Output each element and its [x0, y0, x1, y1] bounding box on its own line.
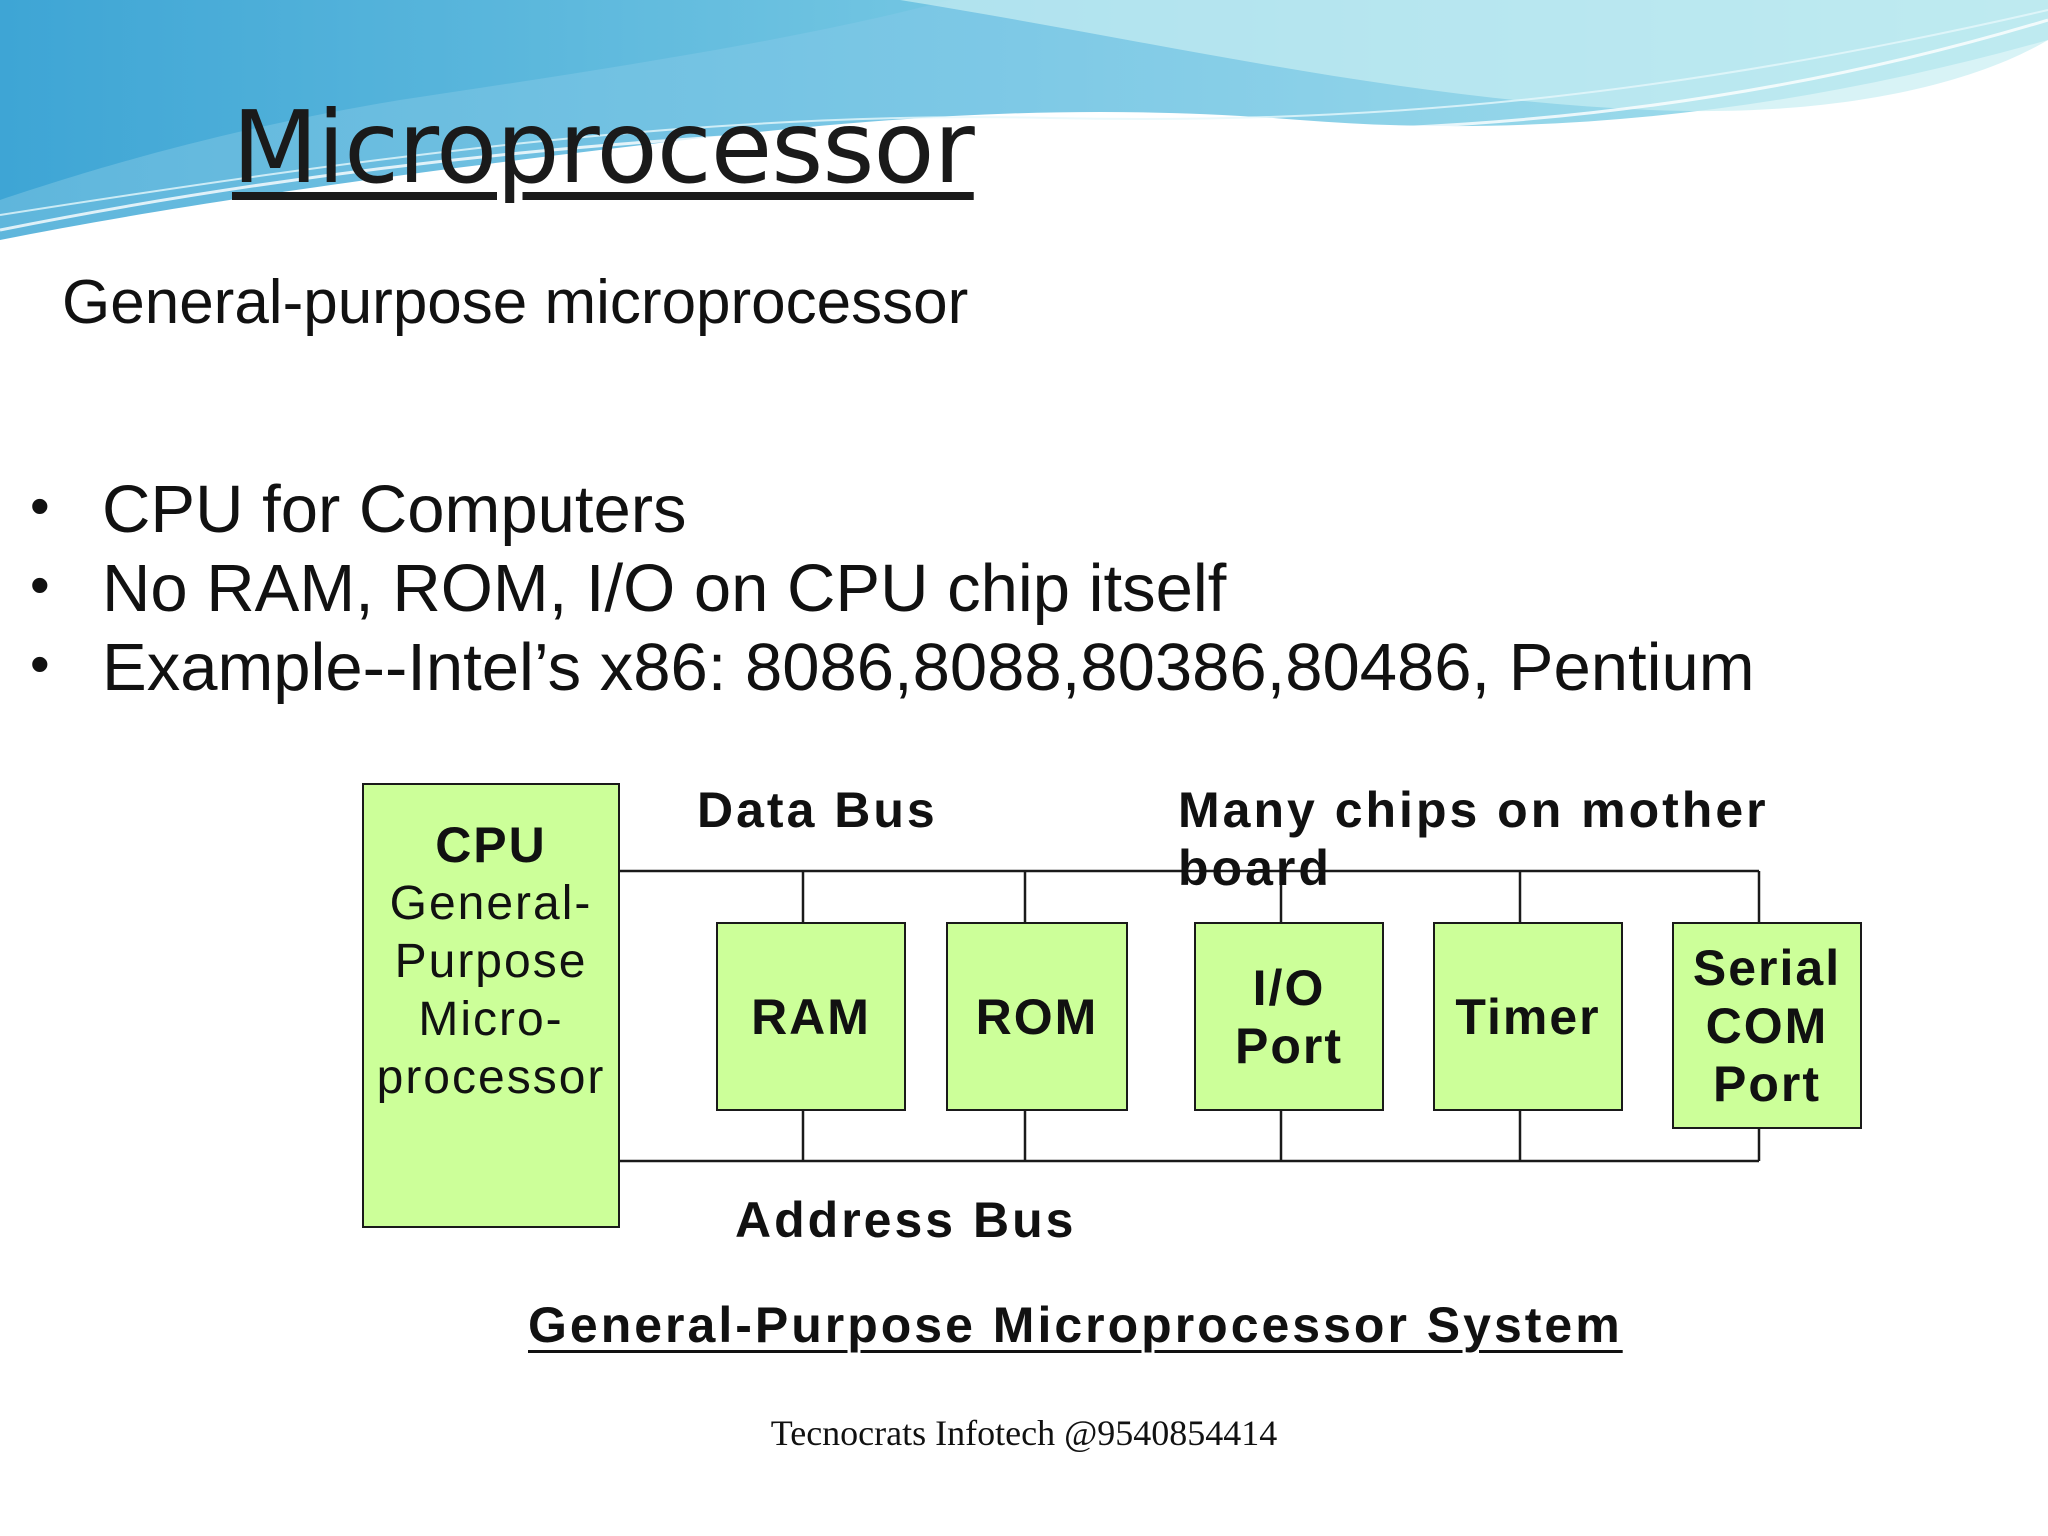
footer-credit: Tecnocrats Infotech @9540854414 [770, 1413, 1278, 1453]
bullet-icon: • [30, 632, 50, 695]
rom-chip-box: ROM [946, 922, 1128, 1111]
slide-subtitle: General-purpose microprocessor [62, 268, 969, 337]
diagram-caption: General-Purpose Microprocessor System [528, 1297, 1623, 1353]
motherboard-note: Many chips on mother board [1178, 782, 1769, 896]
ram-chip-box: RAM [716, 922, 906, 1111]
address-bus-label: Address Bus [735, 1192, 1077, 1248]
cpu-box: CPU General- Purpose Micro- processor [362, 783, 620, 1228]
bullet-icon: • [30, 474, 50, 537]
header-wave-decoration [0, 0, 2048, 240]
bullet-item: • CPU for Computers [30, 470, 1755, 549]
bullet-item: • Example--Intel’s x86: 8086,8088,80386,8… [30, 628, 1755, 707]
bullet-icon: • [30, 553, 50, 616]
data-bus-label: Data Bus [697, 782, 938, 838]
cpu-title: CPU [435, 817, 547, 873]
bullet-text: Example--Intel’s x86: 8086,8088,80386,80… [102, 630, 1755, 705]
cpu-description: General- Purpose Micro- processor [376, 877, 606, 1104]
bullet-text: CPU for Computers [102, 472, 687, 547]
bullet-text: No RAM, ROM, I/O on CPU chip itself [102, 551, 1227, 626]
serial-com-port-chip-box: Serial COM Port [1672, 922, 1862, 1129]
slide-title: Microprocessor [232, 89, 975, 206]
io-port-chip-box: I/O Port [1194, 922, 1384, 1111]
timer-chip-box: Timer [1433, 922, 1623, 1111]
bullet-list: • CPU for Computers • No RAM, ROM, I/O on … [30, 470, 1755, 707]
bullet-item: • No RAM, ROM, I/O on CPU chip itself [30, 549, 1755, 628]
